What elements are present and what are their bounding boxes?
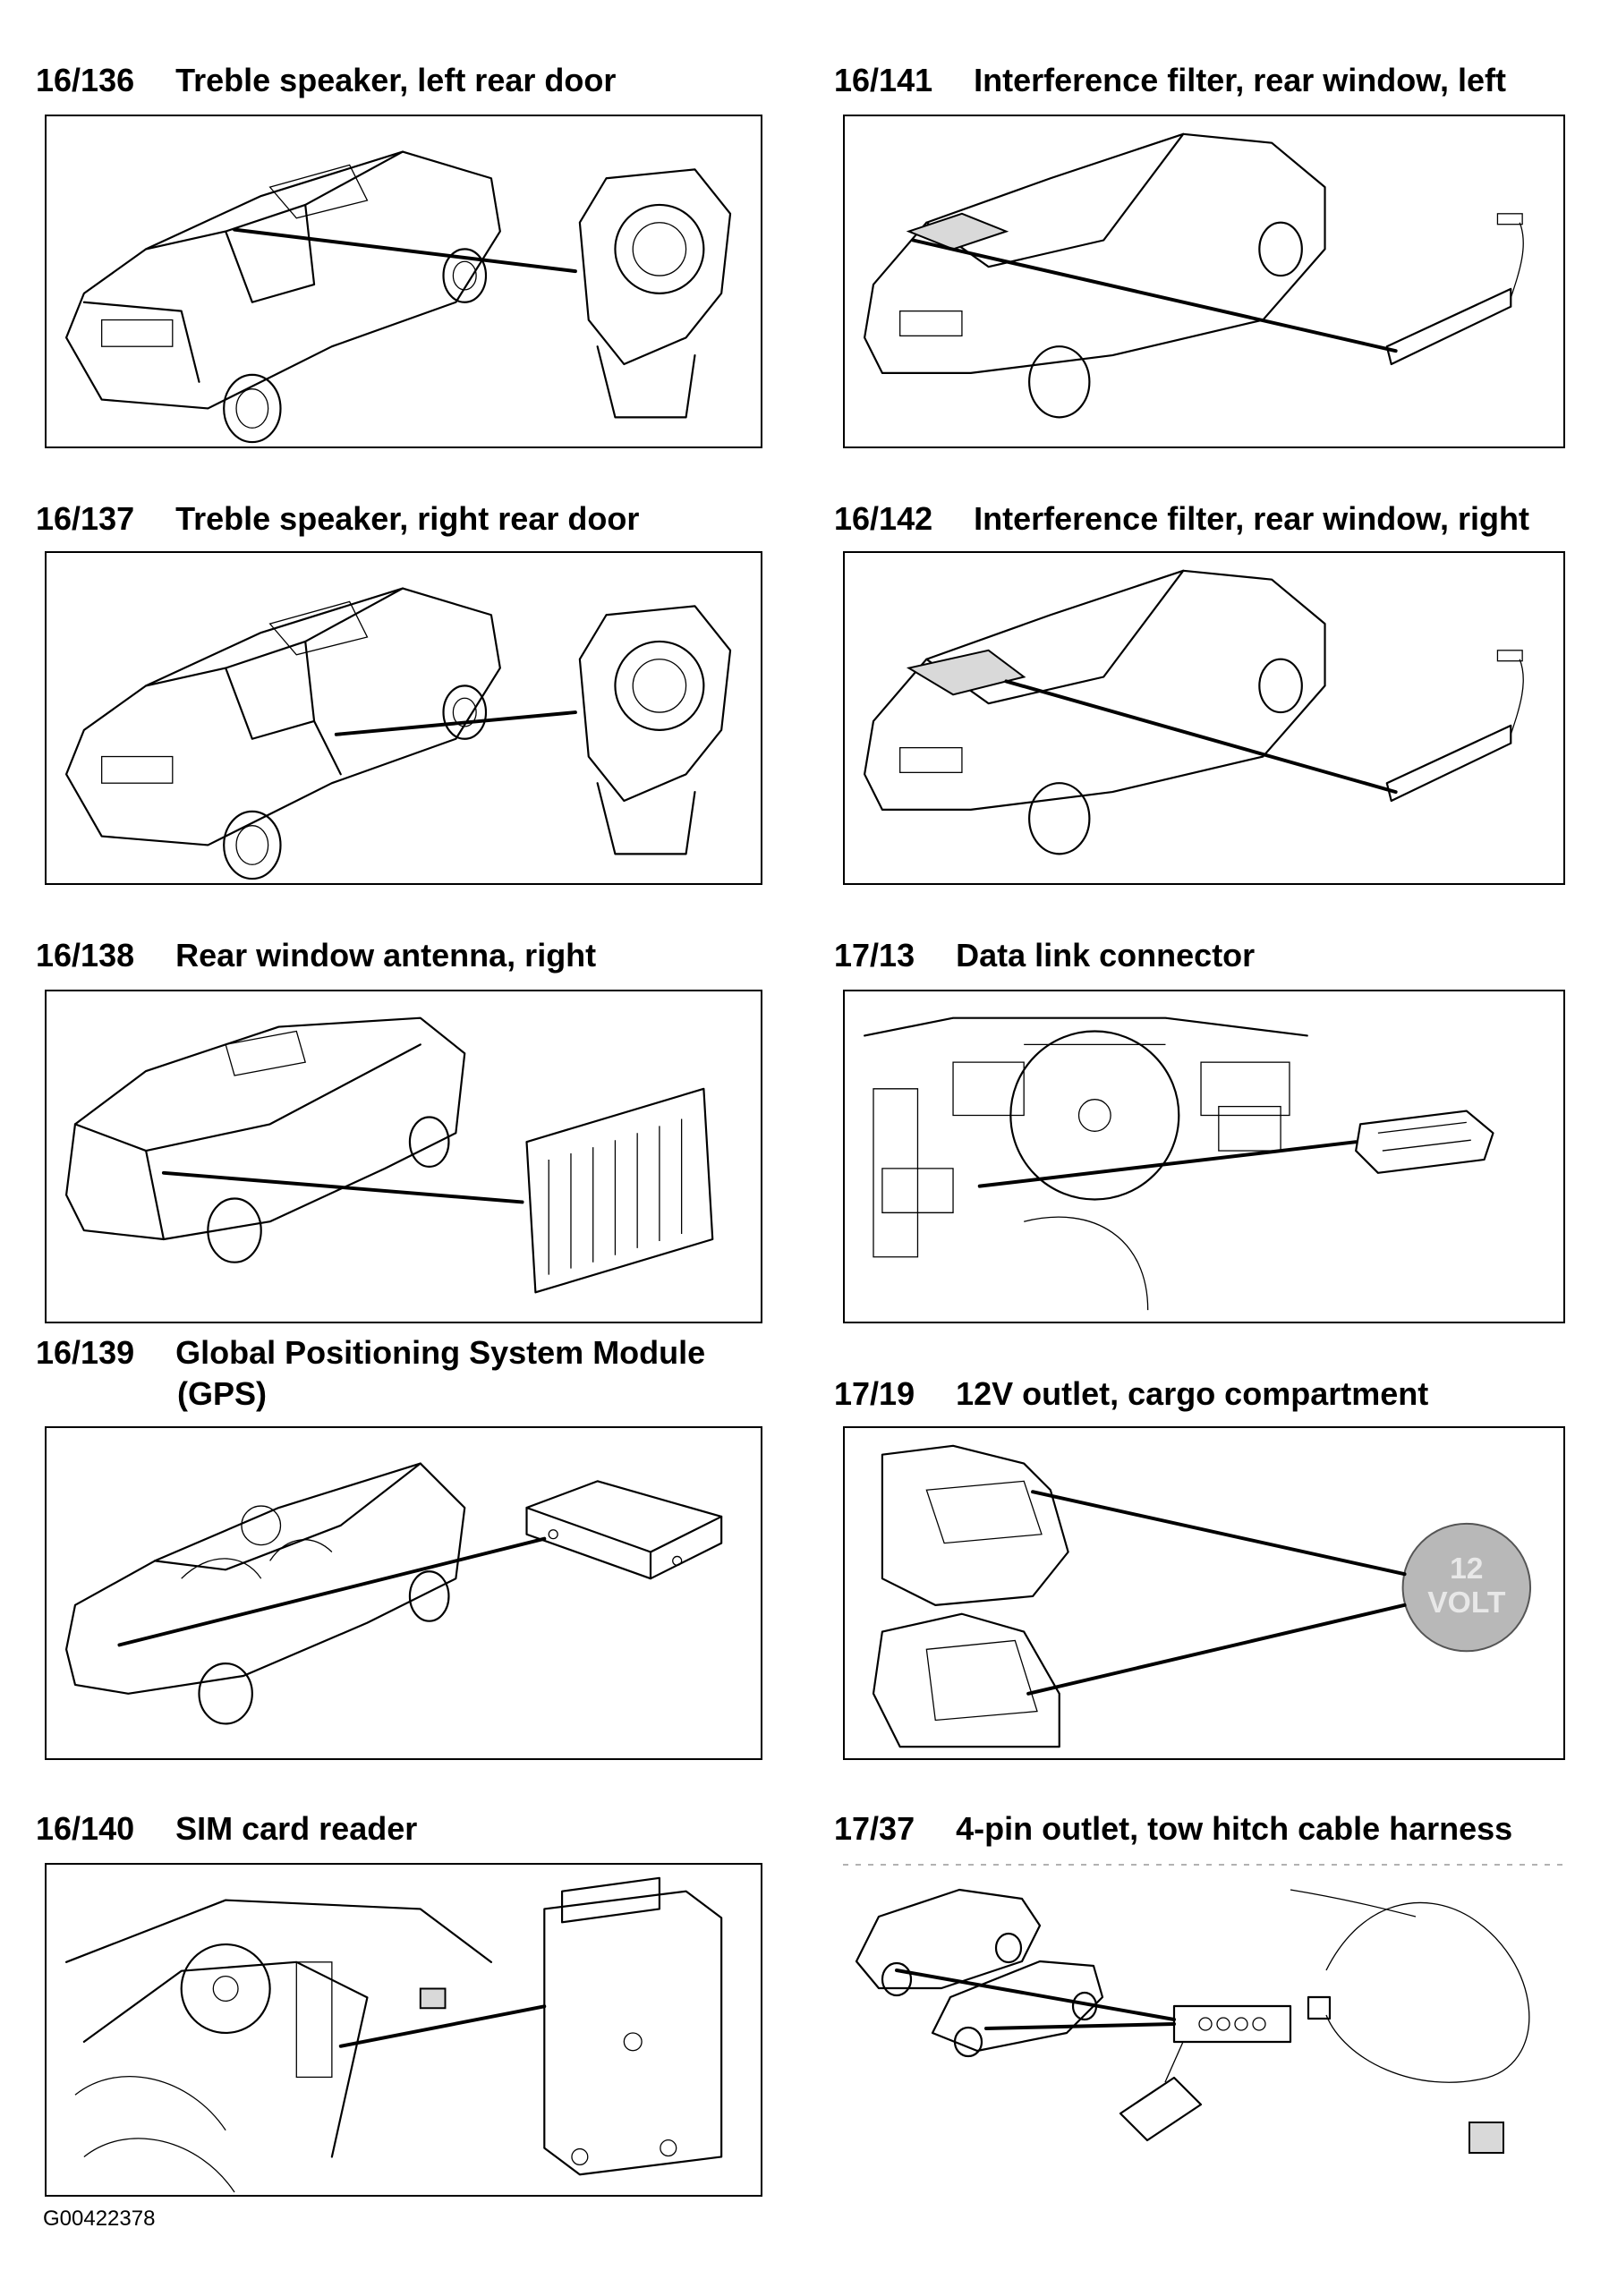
figure-heading-16-140: 16/140 SIM card reader (36, 1809, 417, 1849)
figure-code: 16/137 (36, 500, 135, 537)
figure-code: 17/37 (834, 1810, 915, 1847)
car-rear-illustration (864, 569, 1524, 855)
figure-panel-interference-filter-right (843, 551, 1565, 885)
car-sedan-illustration (64, 150, 732, 444)
figure-code: 16/142 (834, 500, 933, 537)
figure-panel-interference-filter-left (843, 115, 1565, 448)
figure-panel-treble-speaker-left (45, 115, 762, 448)
figure-title: Rear window antenna, right (175, 937, 597, 974)
car-sedan-illustration (64, 587, 732, 880)
car-estate-illustration (64, 1016, 714, 1294)
figure-title: Treble speaker, right rear door (175, 500, 640, 537)
figure-heading-16-136: 16/136 Treble speaker, left rear door (36, 61, 616, 100)
figure-code: 16/139 (36, 1334, 135, 1371)
figure-title: Global Positioning System Module (175, 1334, 706, 1371)
document-id: G00422378 (43, 2207, 156, 2231)
figure-title: 4-pin outlet, tow hitch cable harness (956, 1810, 1513, 1847)
figure-panel-12v-outlet: 12 VOLT (843, 1426, 1565, 1760)
figure-title-line2: (GPS) (177, 1375, 268, 1412)
badge-line2: VOLT (1427, 1586, 1506, 1620)
figure-heading-17-19: 17/19 12V outlet, cargo compartment (834, 1374, 1428, 1414)
figure-panel-treble-speaker-right (45, 551, 762, 885)
figure-code: 16/140 (36, 1810, 135, 1847)
figure-panel-rear-window-antenna (45, 990, 762, 1323)
tow-hitch-illustration (843, 1864, 1565, 2154)
figure-heading-16-138: 16/138 Rear window antenna, right (36, 936, 596, 975)
figure-code: 16/141 (834, 62, 933, 98)
figure-panel-tow-hitch-outlet (843, 1863, 1565, 2197)
figure-code: 16/136 (36, 62, 135, 98)
figure-title: SIM card reader (175, 1810, 418, 1847)
badge-line1: 12 (1450, 1552, 1483, 1586)
figure-heading-16-141: 16/141 Interference filter, rear window,… (834, 61, 1506, 100)
figure-heading-16-139: 16/139 Global Positioning System Module (36, 1333, 705, 1373)
car-cutaway-illustration (64, 1462, 723, 1725)
figure-heading-17-37: 17/37 4-pin outlet, tow hitch cable harn… (834, 1809, 1512, 1849)
cargo-compartment-illustration: 12 VOLT (872, 1444, 1532, 1748)
figure-title: 12V outlet, cargo compartment (956, 1375, 1429, 1412)
dashboard-illustration (864, 1016, 1494, 1311)
figure-title: Data link connector (956, 937, 1256, 974)
figure-heading-16-137: 16/137 Treble speaker, right rear door (36, 499, 639, 539)
figure-title: Interference filter, rear window, left (974, 62, 1506, 98)
figure-heading-16-142: 16/142 Interference filter, rear window,… (834, 499, 1529, 539)
figure-title: Treble speaker, left rear door (175, 62, 617, 98)
figure-panel-data-link-connector (843, 990, 1565, 1323)
figure-code: 16/138 (36, 937, 135, 974)
figure-title: Interference filter, rear window, right (974, 500, 1529, 537)
figure-panel-sim-card-reader (45, 1863, 762, 2197)
figure-code: 17/19 (834, 1375, 915, 1412)
interior-dashboard-illustration (64, 1876, 723, 2193)
figure-heading-17-13: 17/13 Data link connector (834, 936, 1255, 975)
figure-panel-gps-module (45, 1426, 762, 1760)
figure-code: 17/13 (834, 937, 915, 974)
car-rear-illustration (864, 132, 1524, 419)
